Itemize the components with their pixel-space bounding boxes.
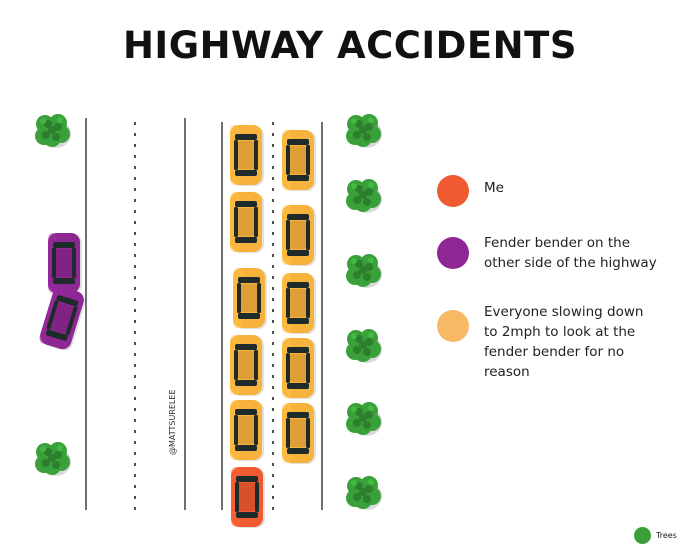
slowing-car [230, 335, 264, 396]
slowing-car [230, 125, 264, 186]
fender-bender-car [48, 233, 82, 294]
legend-label-me: Me [484, 180, 504, 196]
tree-icon [346, 402, 382, 436]
slowing-car [233, 268, 267, 329]
me-car [231, 467, 265, 528]
tree-icon [346, 179, 382, 213]
slowing-car [282, 403, 316, 464]
artist-credit: @MATTSURELEE [168, 389, 177, 456]
trees-legend: Trees [634, 527, 677, 544]
fender-bender-car [39, 285, 86, 351]
slowing-car [282, 130, 316, 191]
legend-label-fender-bender: Fender bender on the other side of the h… [484, 235, 657, 271]
legend-swatch-fender-bender [437, 237, 469, 269]
tree-icon [346, 329, 382, 363]
slowing-car [230, 192, 264, 253]
tree-icon [346, 114, 382, 148]
legend-item-fender-bender: Fender bender on the other side of the h… [437, 233, 659, 273]
slowing-car [282, 273, 316, 334]
tree-icon [346, 476, 382, 510]
tree-icon [35, 114, 71, 148]
slowing-car [282, 338, 316, 399]
trees-legend-label: Trees [656, 531, 677, 540]
tree-icon [346, 254, 382, 288]
legend-item-slowing-down: Everyone slowing down to 2mph to look at… [437, 302, 649, 382]
legend-item-me: Me [437, 175, 674, 207]
legend-swatch-slowing-down [437, 310, 469, 342]
slowing-car [230, 400, 264, 461]
trees-legend-swatch [634, 527, 651, 544]
slowing-car [282, 205, 316, 266]
legend-swatch-me [437, 175, 469, 207]
page-title: HIGHWAY ACCIDENTS [122, 24, 578, 67]
legend-label-slowing-down: Everyone slowing down to 2mph to look at… [484, 304, 644, 380]
tree-icon [35, 442, 71, 476]
